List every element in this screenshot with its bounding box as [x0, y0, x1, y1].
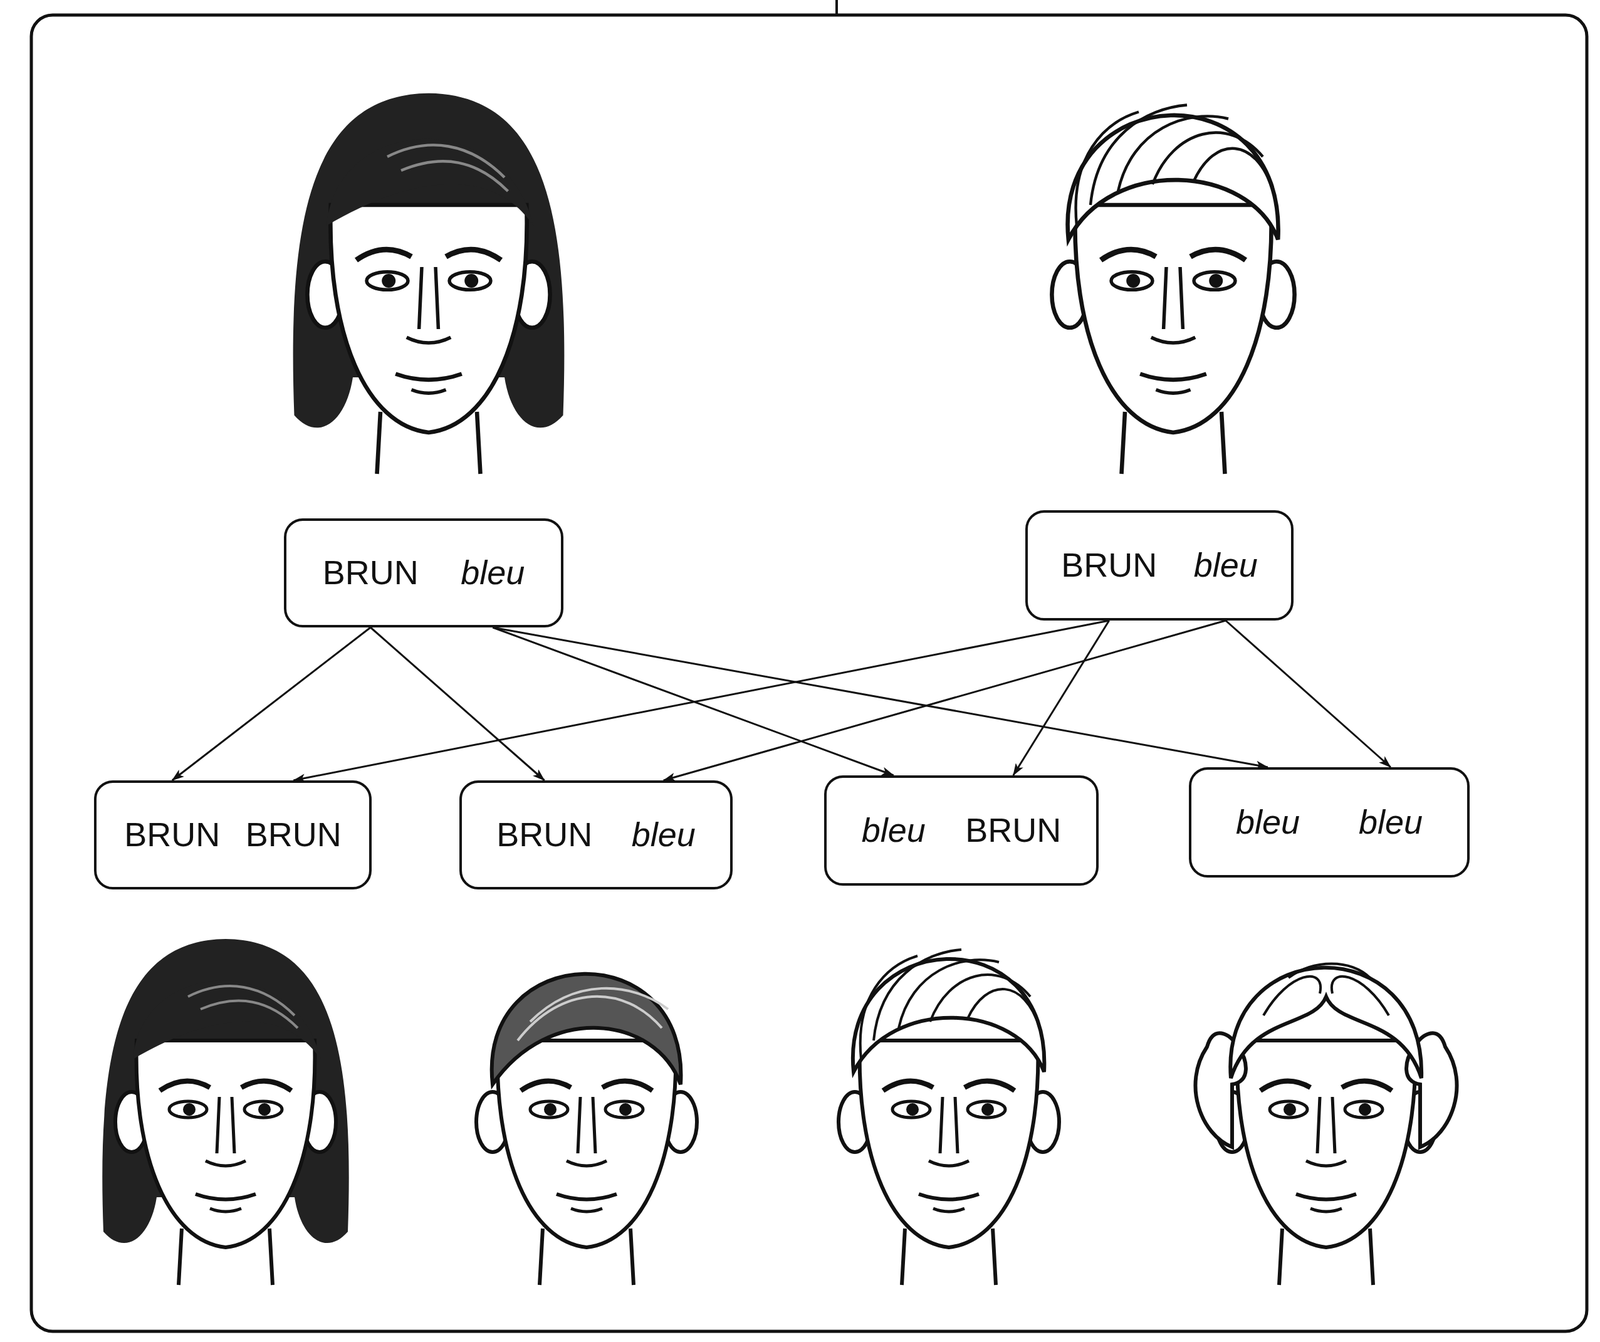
inheritance-arrow [1225, 620, 1391, 768]
son-face [476, 973, 697, 1285]
parent-genotype: BRUN bleu [1025, 510, 1294, 621]
father-face [1051, 105, 1295, 475]
allele-label: bleu [861, 811, 926, 849]
allele-label: BRUN [322, 554, 419, 591]
inheritance-arrow [293, 620, 1109, 781]
son-face [838, 949, 1060, 1285]
inheritance-arrow [1013, 620, 1110, 776]
allele-label: bleu [1358, 803, 1423, 841]
allele-label: bleu [460, 554, 525, 591]
daughter-face [1195, 963, 1457, 1286]
top-rule [835, 0, 838, 16]
parent-genotype: BRUN bleu [283, 518, 564, 628]
child-genotype: BRUN bleu [459, 780, 733, 890]
allele-label: BRUN [965, 811, 1062, 849]
frame [31, 15, 1587, 1332]
mother-face [293, 93, 565, 474]
inheritance-arrow [172, 627, 371, 781]
inheritance-arrow [370, 627, 545, 781]
inheritance-arrow [663, 620, 1226, 781]
allele-label: bleu [1193, 546, 1258, 584]
allele-label: BRUN [1061, 546, 1157, 584]
allele-label: BRUN [496, 815, 593, 853]
allele-label: BRUN [124, 815, 220, 853]
allele-label: BRUN [245, 815, 342, 853]
child-genotype: bleu BRUN [824, 775, 1099, 886]
daughter-face [102, 938, 349, 1285]
child-genotype: bleu bleu [1188, 767, 1470, 878]
inheritance-arrow [492, 627, 1268, 768]
allele-label: bleu [1235, 803, 1300, 841]
child-genotype: BRUN BRUN [94, 780, 372, 890]
allele-label: bleu [631, 815, 696, 853]
